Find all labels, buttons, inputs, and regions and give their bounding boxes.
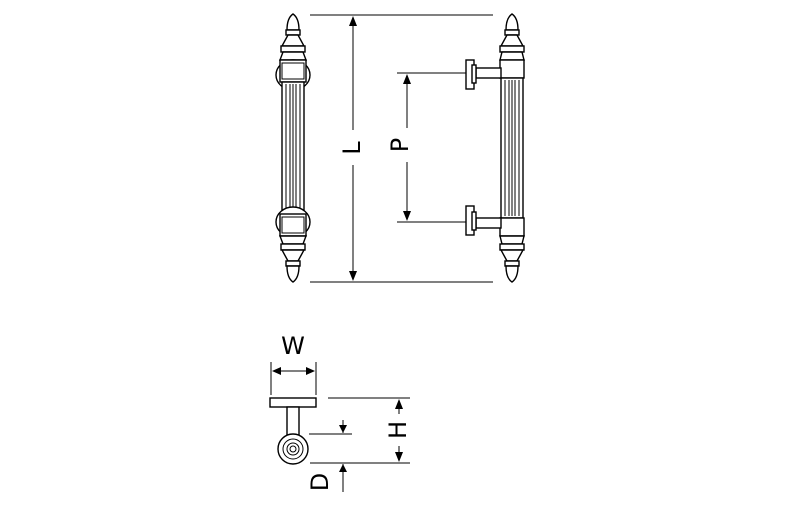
pitch-label: P [386,138,414,152]
arrow-down-icon [339,425,347,433]
width-label: W [281,332,305,360]
handle-front-view [275,13,311,283]
diameter-label: D [306,473,334,491]
arrow-down-icon [349,271,357,281]
width-dimension: W [270,332,317,395]
arrow-left-icon [272,367,281,375]
arrow-up-icon [395,399,403,409]
arrow-up-icon [339,464,347,472]
height-dimension: H [310,397,412,464]
length-dimension: L [310,14,493,283]
arrow-up-icon [349,16,357,26]
handle-side-view [465,13,525,283]
height-label: H [384,421,412,439]
length-label: L [338,141,366,155]
arrow-up-icon [403,74,411,84]
arrow-down-icon [403,211,411,221]
pitch-dimension: P [386,72,466,223]
diameter-dimension: D [306,420,352,492]
handle-end-view [269,397,317,465]
arrow-down-icon [395,452,403,462]
arrow-right-icon [306,367,315,375]
